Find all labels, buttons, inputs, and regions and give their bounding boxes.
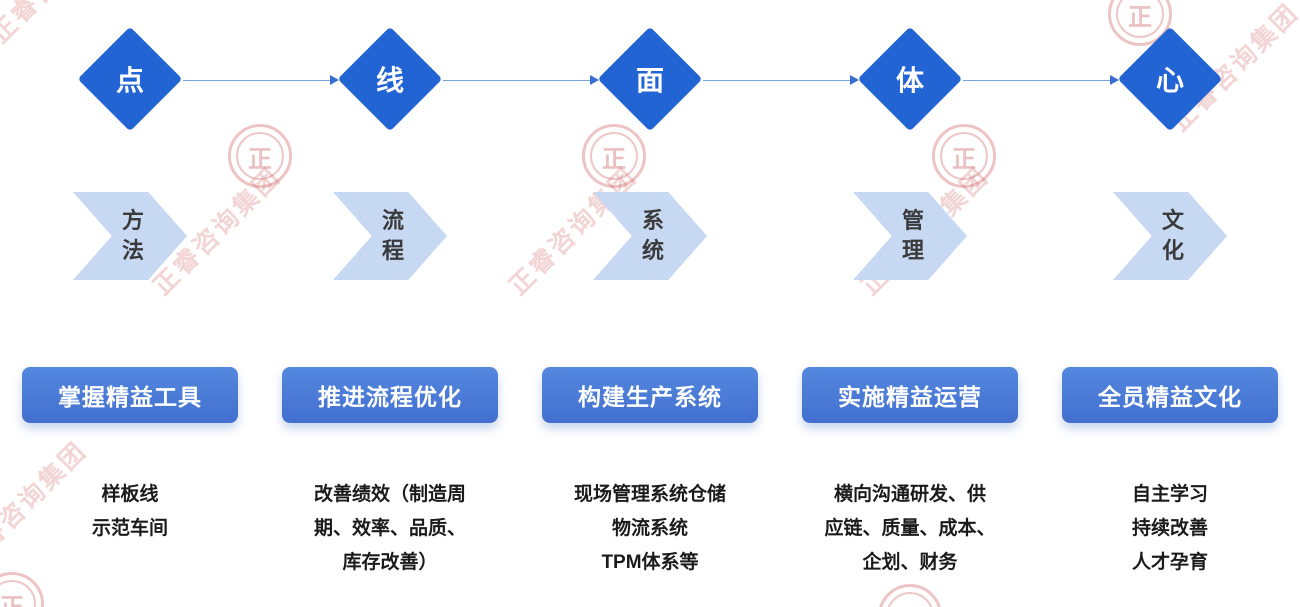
stage-description: 横向沟通研发、供应链、质量、成本、企划、财务 [824,484,996,574]
stage-diamond-body: 体 [857,26,963,132]
stage-diamond-label: 线 [375,64,405,96]
description-row: 样板线示范车间 改善绩效（制造周期、效率、品质、库存改善） 现场管理系统仓储物流… [0,478,1300,581]
stage-diamond-line: 线 [337,26,443,132]
connector-arrow [443,75,599,85]
arrowhead-icon [330,75,339,85]
stage-chevron-label: 系统 [641,208,664,263]
watermark-logo: 正 [878,584,942,607]
stage-diamond-label: 心 [1155,64,1185,96]
connector-arrow [183,75,339,85]
action-button-production-system: 构建生产系统 [542,367,758,423]
stage-diamond-heart: 心 [1117,26,1223,132]
chevron-row: 方法 流程 系统 管理 文化 [0,192,1300,282]
stage-chevron-method: 方法 [73,192,187,280]
arrowhead-icon [590,75,599,85]
watermark-logo-glyph: 正 [590,132,638,180]
stage-description: 改善绩效（制造周期、效率、品质、库存改善） [313,484,466,574]
stage-description: 样板线示范车间 [91,484,168,540]
watermark-logo-glyph: 正 [886,592,934,607]
action-button-lean-culture: 全员精益文化 [1062,367,1278,423]
watermark-logo-glyph: 正 [0,580,36,607]
stage-chevron-management: 管理 [853,192,967,280]
stage-description: 自主学习持续改善人才孕育 [1131,484,1208,574]
stage-chevron-label: 管理 [901,208,924,263]
stage-chevron-system: 系统 [593,192,707,280]
watermark-logo-glyph: 正 [236,132,284,180]
action-row: 掌握精益工具 推进流程优化 构建生产系统 实施精益运营 全员精益文化 [0,367,1300,425]
arrowhead-icon [850,75,859,85]
action-button-lean-operations: 实施精益运营 [802,367,1018,423]
stage-diamond-label: 体 [895,64,925,96]
connector-arrow [963,75,1119,85]
stage-chevron-label: 流程 [381,208,404,263]
stage-diamond-label: 面 [635,64,665,96]
action-button-lean-tools: 掌握精益工具 [22,367,238,423]
stage-diamond-label: 点 [115,64,145,96]
stage-chevron-process: 流程 [333,192,447,280]
watermark-logo-glyph: 正 [940,132,988,180]
stage-chevron-culture: 文化 [1113,192,1227,280]
action-button-process-optimization: 推进流程优化 [282,367,498,423]
arrowhead-icon [1110,75,1119,85]
connector-arrow [703,75,859,85]
stage-diamond-surface: 面 [597,26,703,132]
stage-chevron-label: 文化 [1161,208,1184,263]
stage-chevron-label: 方法 [121,208,144,263]
stage-diamond-point: 点 [77,26,183,132]
